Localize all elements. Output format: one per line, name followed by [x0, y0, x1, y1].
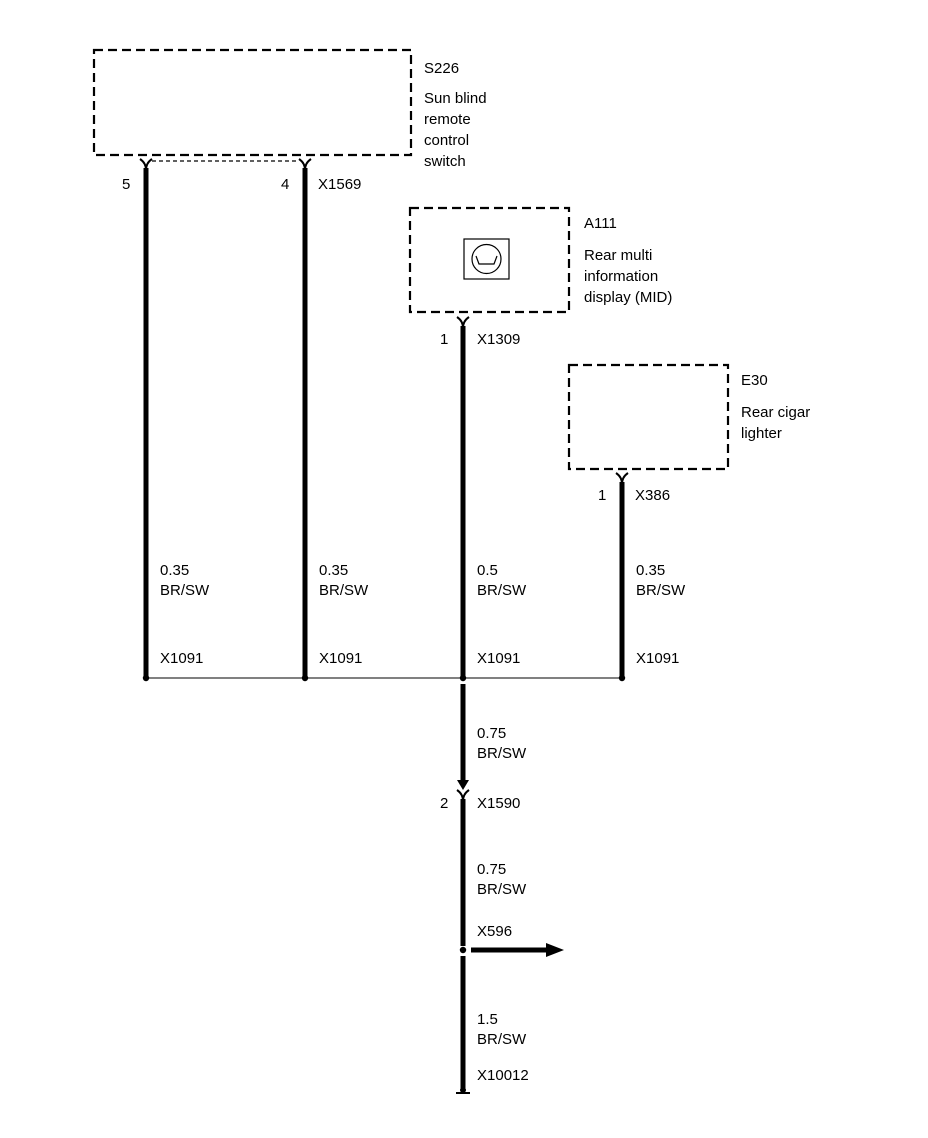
wire-4-size: 0.35 [636, 562, 665, 579]
x1590-pin: 2 [440, 795, 448, 812]
a111-box [408, 206, 571, 314]
wire-label-1: 0.35 BR/SW X1091 [160, 562, 210, 667]
connector-x1309: 1 X1309 [440, 316, 520, 348]
wire-2-end: X1091 [319, 650, 362, 667]
trunk-2-size: 0.75 [477, 861, 506, 878]
a111-desc-line-2: information [584, 268, 658, 285]
x1569-label: X1569 [318, 176, 361, 193]
connector-x1569: 5 4 X1569 [122, 158, 361, 193]
ground-x10012: X10012 [456, 1067, 529, 1094]
wire-label-4: 0.35 BR/SW X1091 [636, 562, 686, 667]
trunk-1-size: 0.75 [477, 725, 506, 742]
wire-2-color: BR/SW [319, 582, 369, 599]
connector-x1590: 2 X1590 [440, 789, 520, 812]
e30-desc-line-1: Rear cigar [741, 404, 810, 421]
splice-dot [459, 946, 467, 954]
wire-label-2: 0.35 BR/SW X1091 [319, 562, 369, 667]
s226-desc-line-2: remote [424, 111, 471, 128]
wire-4-color: BR/SW [636, 582, 686, 599]
a111-id: A111 [584, 215, 617, 232]
splice-dot [142, 674, 150, 682]
display-icon [463, 238, 510, 280]
wire-1-end: X1091 [160, 650, 203, 667]
wire-label-3: 0.5 BR/SW X1091 [477, 562, 527, 667]
x1590-label: X1590 [477, 795, 520, 812]
wire-4-end: X1091 [636, 650, 679, 667]
component-e30: E30 Rear cigar lighter [567, 363, 810, 471]
wire-3-end: X1091 [477, 650, 520, 667]
s226-desc-line-4: switch [424, 153, 466, 170]
trunk-1-color: BR/SW [477, 745, 527, 762]
e30-id: E30 [741, 372, 768, 389]
wire-2-size: 0.35 [319, 562, 348, 579]
x386-label: X386 [635, 487, 670, 504]
x1309-pin: 1 [440, 331, 448, 348]
splice-dot [459, 674, 467, 682]
trunk-3-color: BR/SW [477, 1031, 527, 1048]
a111-desc-line-3: display (MID) [584, 289, 672, 306]
x1309-label: X1309 [477, 331, 520, 348]
trunk-2-color: BR/SW [477, 881, 527, 898]
wire-3-color: BR/SW [477, 582, 527, 599]
ground-label: X10012 [477, 1067, 529, 1084]
component-s226: S226 Sun blind remote control switch [92, 48, 487, 170]
wire-1-color: BR/SW [160, 582, 210, 599]
trunk-3-size: 1.5 [477, 1011, 498, 1028]
s226-id: S226 [424, 60, 459, 77]
connector-arrow-icon [457, 780, 469, 790]
splice-dot [301, 674, 309, 682]
splice-x596: X596 [459, 923, 564, 957]
splice-x1091 [142, 674, 626, 682]
ground-dot [460, 1087, 466, 1093]
e30-box [567, 363, 730, 471]
s226-desc-line-3: control [424, 132, 469, 149]
s226-box [92, 48, 413, 157]
connector-x386: 1 X386 [598, 472, 670, 504]
wire-3-size: 0.5 [477, 562, 498, 579]
x386-pin: 1 [598, 487, 606, 504]
x596-label: X596 [477, 923, 512, 940]
a111-desc-line-1: Rear multi [584, 247, 652, 264]
x1569-pin-4: 4 [281, 176, 289, 193]
e30-desc-line-2: lighter [741, 425, 782, 442]
splice-dot [618, 674, 626, 682]
s226-desc-line-1: Sun blind [424, 90, 487, 107]
component-a111: A111 Rear multi information display (MID… [408, 206, 672, 314]
x1569-pin-5: 5 [122, 176, 130, 193]
continuation-arrow-icon [546, 943, 564, 957]
wire-1-size: 0.35 [160, 562, 189, 579]
